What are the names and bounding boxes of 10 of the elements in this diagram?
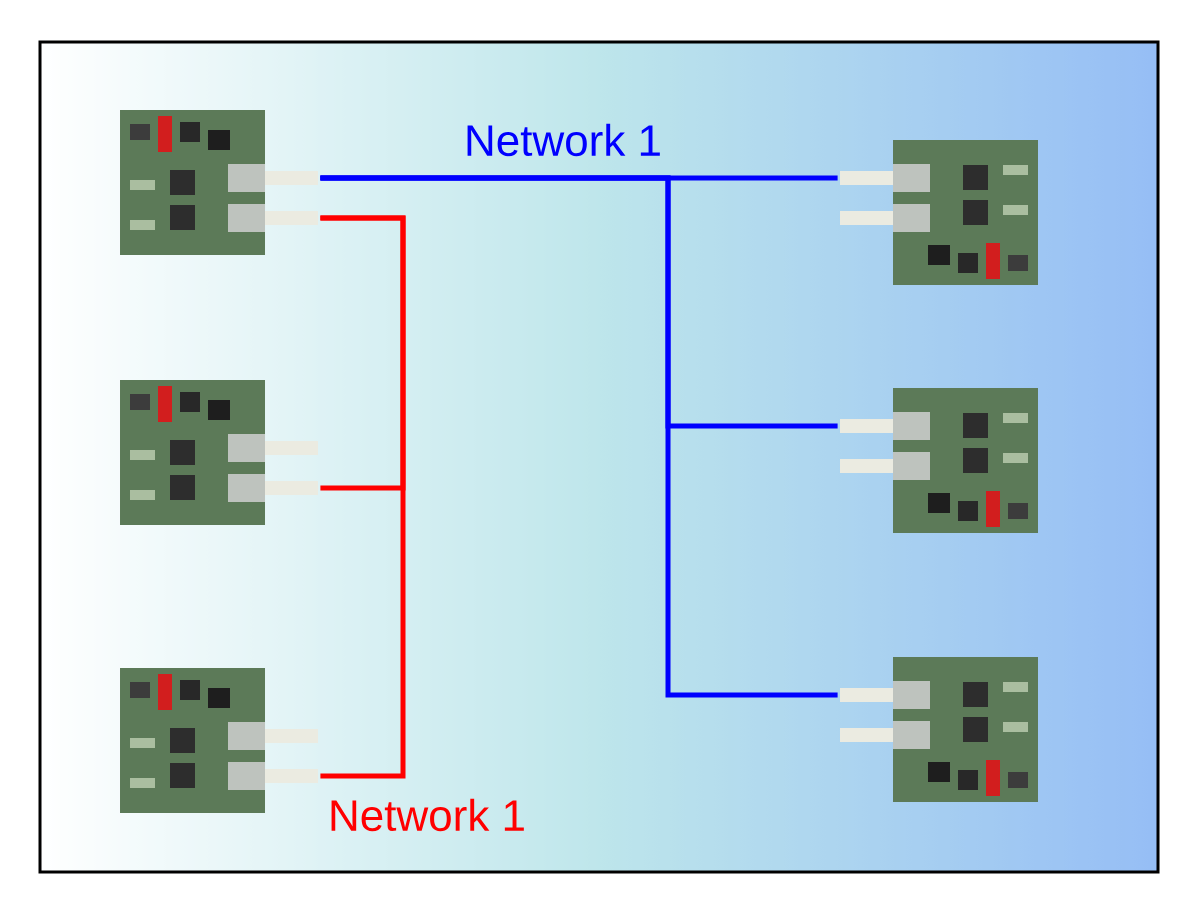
circuit-board-drawing	[120, 668, 318, 813]
network-label: Network 1	[331, 798, 524, 832]
connector-line	[320, 215, 406, 779]
circuit-board-drawing	[840, 388, 1038, 533]
connector-line	[320, 175, 838, 698]
circuit-board-drawing	[840, 140, 1038, 285]
circuit-board-drawing	[840, 657, 1038, 802]
circuit-board-drawing	[120, 110, 318, 255]
network-label: Network 1	[467, 123, 660, 157]
circuit-board-drawing	[120, 380, 318, 525]
